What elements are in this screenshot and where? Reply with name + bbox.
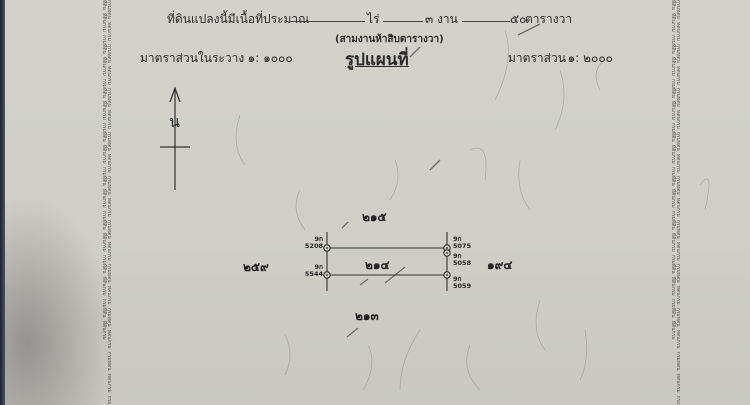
parcel-east: ๑๙๔	[487, 258, 513, 272]
wa-value: ๕๐	[510, 12, 527, 26]
scale-right-label: มาตราส่วน	[508, 51, 566, 65]
area-prefix-label: ที่ดินแปลงนี้มีเนื้อที่ประมาณ	[167, 12, 310, 26]
ngan-value: ๓	[425, 12, 434, 26]
parcel-south: ๒๑๓	[355, 309, 379, 323]
scale-left-label: มาตราส่วนในระวาง	[140, 51, 245, 65]
rai-blank-line	[290, 21, 365, 22]
ngan-unit-label: งาน	[437, 12, 458, 26]
photo-background-edge	[0, 0, 6, 405]
ngan-line	[383, 21, 423, 22]
parcel-west: ๒๕๙	[243, 260, 269, 274]
scale-right-value: . ๑: ๒๐๐๐	[560, 51, 613, 65]
north-label: น	[169, 112, 180, 131]
security-pattern-left: กรมที่ดิน ที่ดินกรม กรมที่ดิน ที่ดินกรม …	[101, 0, 111, 405]
parcel-north: ๒๑๕	[362, 210, 387, 224]
scale-left-value: . ๑: ๑๐๐๐	[240, 51, 293, 65]
security-pattern-right: กรมที่ดิน ที่ดินกรม กรมที่ดิน ที่ดินกรม …	[670, 0, 680, 405]
wa-line	[462, 21, 510, 22]
area-caption: (สามงานห้าสิบตารางวา)	[335, 34, 444, 45]
photo-shadow	[5, 195, 115, 405]
map-title: รูปแผนที่	[345, 50, 409, 70]
title-deed-paper	[5, 0, 750, 405]
wa-unit-label: ตารางวา	[525, 12, 573, 26]
rai-unit-label: ไร่	[367, 12, 380, 26]
parcel-center: ๒๑๔	[365, 258, 390, 272]
